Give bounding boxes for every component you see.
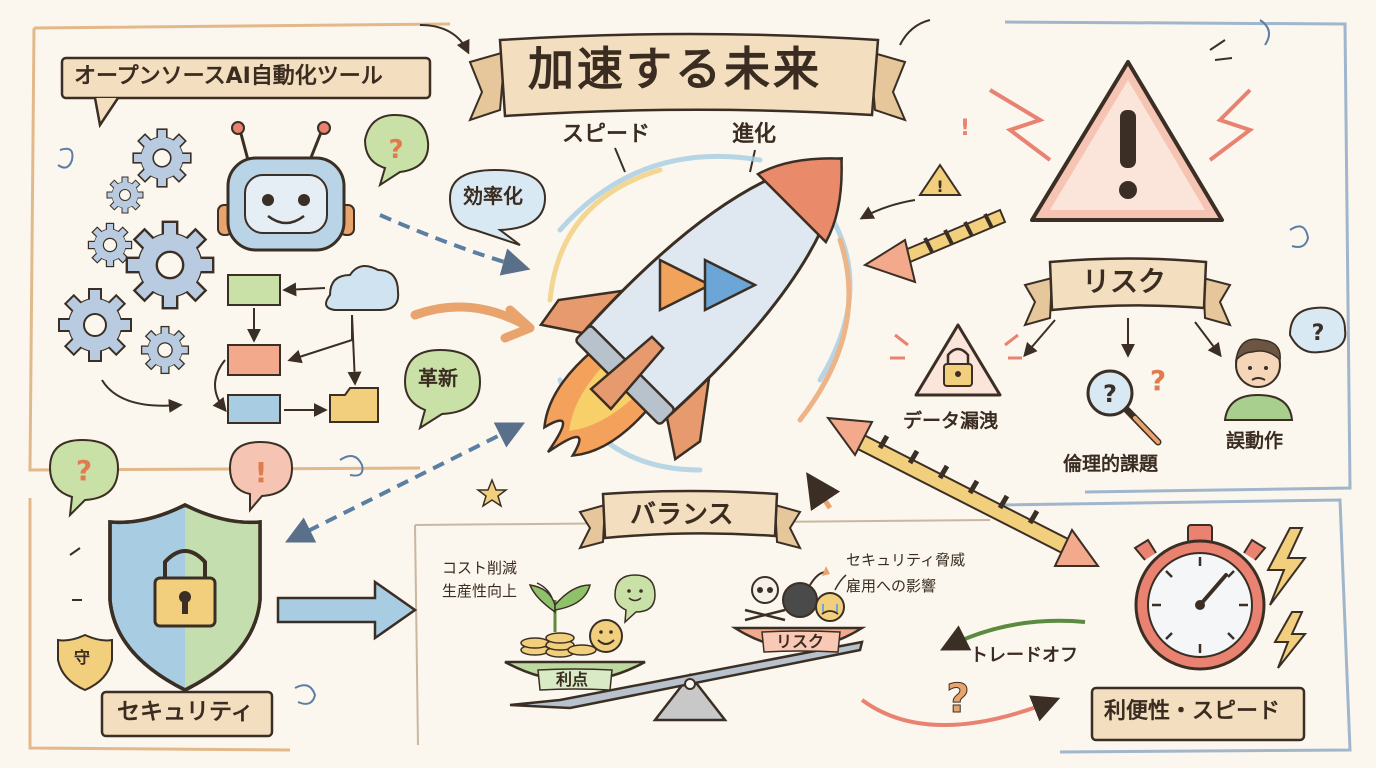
svg-text:?: ? <box>1312 321 1325 346</box>
bomb-icon <box>782 566 830 618</box>
balance-title: バランス <box>630 500 734 530</box>
stopwatch-icon <box>1133 524 1267 671</box>
exclaim-bubble-left: ! <box>228 440 294 513</box>
tradeoff-arrow-bottom <box>860 695 1061 727</box>
risk-item-data-leak: データ漏洩 <box>903 410 999 432</box>
evolution-tag: 進化 <box>732 122 777 147</box>
svg-text:?: ? <box>1103 380 1117 408</box>
left-panel-title: オープンソースAI自動化ツール <box>74 64 383 89</box>
risk-item-ethics: 倫理的課題 <box>1063 453 1159 475</box>
risk-title: リスク <box>1082 265 1167 298</box>
page-title: 加速する未来 <box>528 42 822 96</box>
innovation-bubble: 革新 <box>418 366 458 390</box>
question-bubble-icon: ? <box>363 113 430 188</box>
bottom-right-frame <box>999 498 1352 754</box>
rocket-illustration <box>538 156 844 462</box>
decorative-swirls <box>57 19 1310 705</box>
benefit-note-cost: コスト削減 <box>442 559 518 577</box>
small-shield-badge <box>57 633 113 692</box>
small-warning-icon: ! <box>918 163 962 196</box>
title-banner <box>468 32 907 122</box>
skull-icon <box>744 576 786 622</box>
security-label-box <box>100 690 274 738</box>
crying-face-icon <box>815 592 845 622</box>
tradeoff-question-mark: ? <box>946 676 969 722</box>
shield-to-balance-arrow <box>276 579 418 641</box>
flowchart-diagram <box>212 265 400 424</box>
title-deco-arrow-left <box>419 24 470 55</box>
dashed-arrow-security-rocket <box>284 422 526 543</box>
robot-icon <box>217 121 355 252</box>
speed-tag: スピード <box>562 122 651 147</box>
svg-text:!: ! <box>960 116 970 141</box>
security-panel-frame <box>28 498 291 752</box>
risk-note-employment: 雇用への影響 <box>846 577 937 595</box>
efficiency-bubble-shape <box>448 168 547 246</box>
risk-pan-label: リスク <box>776 632 825 651</box>
dashed-arrow-to-rocket <box>379 213 531 276</box>
speed-box-label: 利便性・スピード <box>1104 699 1281 724</box>
benefit-pan <box>504 574 656 683</box>
tradeoff-label: トレードオフ <box>970 645 1078 666</box>
security-shield-icon <box>108 503 262 692</box>
svg-text:?: ? <box>1150 364 1166 397</box>
risk-banner <box>1023 257 1232 327</box>
benefit-pan-label: 利点 <box>556 670 589 689</box>
tradeoff-arrow-top <box>940 618 1086 651</box>
risk-item-malfunction: 誤動作 <box>1226 430 1284 452</box>
svg-text:?: ? <box>76 454 92 487</box>
title-deco-arrow-right <box>899 19 931 46</box>
question-bubble-left: ? <box>48 438 120 518</box>
gears-cluster <box>58 128 215 375</box>
confused-person-icon: ? <box>1223 306 1347 421</box>
svg-text:?: ? <box>388 135 403 165</box>
efficiency-bubble: 効率化 <box>463 184 523 208</box>
orange-arrow-to-rocket <box>410 302 530 330</box>
svg-text:!: ! <box>255 456 268 489</box>
hazard-arrow-to-rocket <box>862 208 1007 284</box>
balance-scale <box>509 640 864 722</box>
small-badge-label: 守 <box>74 648 91 667</box>
innovation-bubble-shape <box>403 348 482 431</box>
warning-triangle-icon <box>988 60 1255 222</box>
risk-note-security-threat: セキュリティ脅威 <box>846 551 966 569</box>
left-title-box <box>60 56 432 100</box>
risk-panel-frame <box>1004 20 1352 494</box>
hazard-double-arrow <box>825 416 1100 567</box>
benefit-note-productivity: 生産性向上 <box>442 582 518 600</box>
speed-box-shape <box>1090 686 1306 742</box>
ethics-magnifier-icon: ? ? <box>1086 364 1166 446</box>
lightning-icon-2 <box>1273 611 1308 669</box>
security-label: セキュリティ <box>117 699 254 725</box>
svg-text:!: ! <box>936 177 943 196</box>
lightning-icon-1 <box>1266 527 1307 606</box>
star-icon <box>475 477 509 508</box>
balance-banner <box>578 489 802 550</box>
data-leak-lock-icon <box>890 323 1022 397</box>
